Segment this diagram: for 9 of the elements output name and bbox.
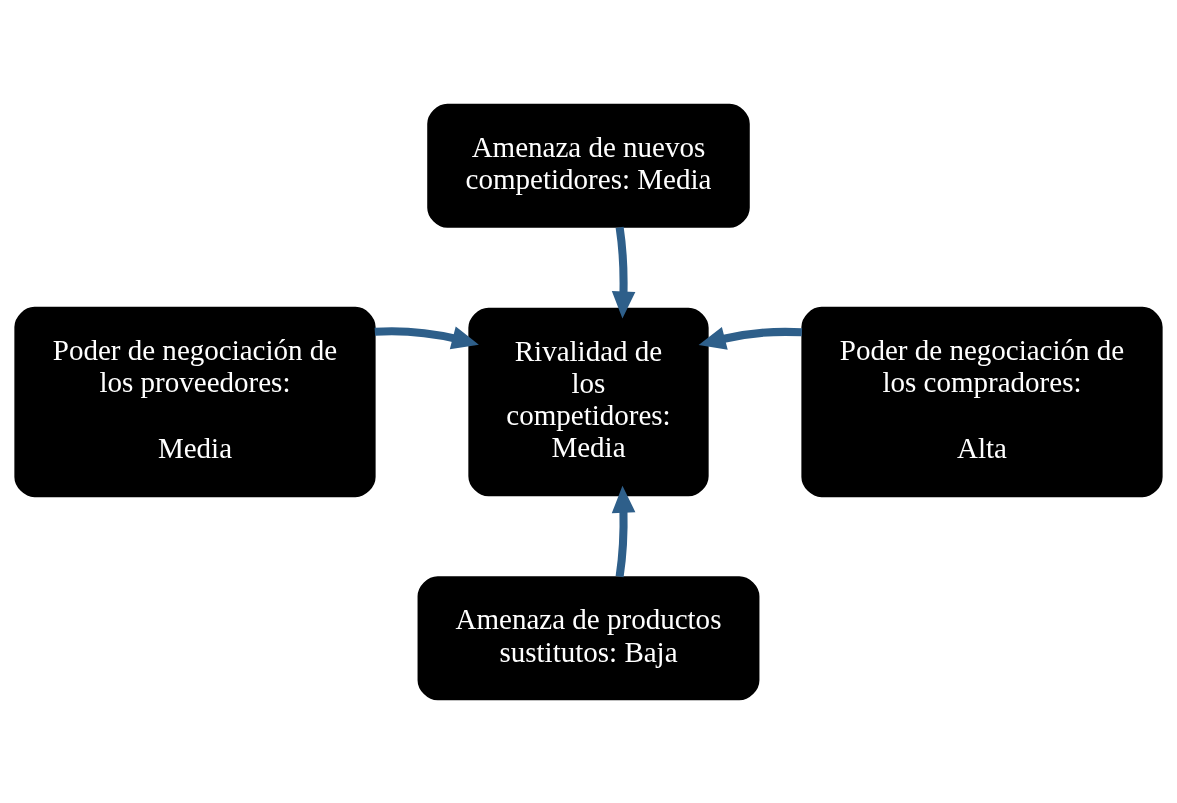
arrow [374,326,479,349]
arrow [611,226,636,318]
arrow [698,326,803,350]
node-box: Amenaza de nuevos competidores: Media [427,103,750,228]
node-box: Poder de negociación de los compradores: Alta [801,306,1163,497]
arrow [611,485,636,577]
node-box: Rivalidad de los competidores: Media [468,307,709,496]
node-box: Amenaza de productos sustitutos: Baja [417,575,760,700]
node-box: Poder de negociación de los proveedores: Media [14,306,376,497]
